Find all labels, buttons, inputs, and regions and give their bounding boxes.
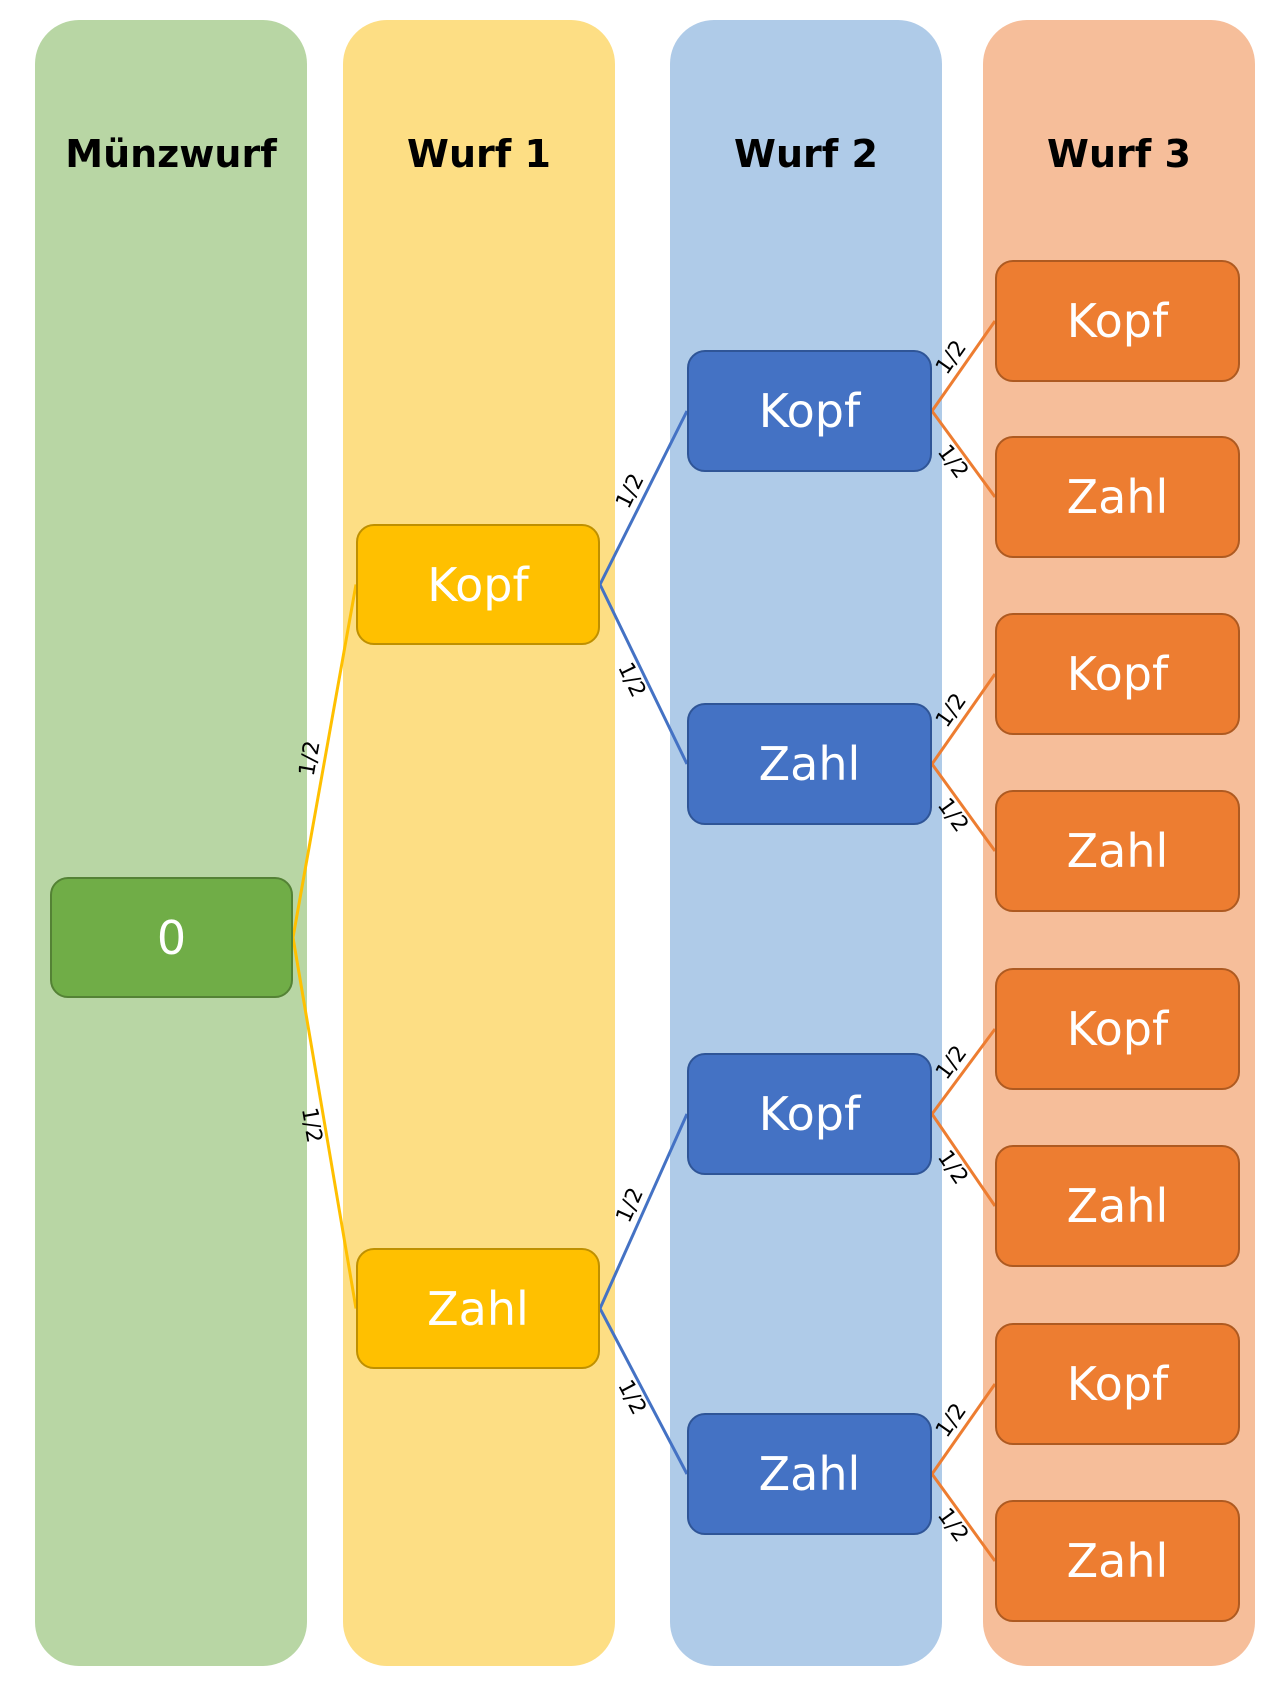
node-w3-kopf-2: Kopf [995,613,1240,735]
edge-line [930,763,997,852]
edge-line [930,1383,997,1475]
edge-probability-label: 1/2 [295,739,326,778]
node-w2-kopf-1: Kopf [687,350,932,472]
edge-line [598,1307,689,1475]
edge-probability-label: 1/2 [612,1376,651,1419]
edge-probability-label: 1/2 [612,659,650,702]
edge-line [930,410,997,498]
node-w1-zahl: Zahl [356,1248,600,1369]
edge-probability-label: 1/2 [612,1184,649,1227]
column-title: Wurf 3 [1047,132,1191,176]
edge-line [930,320,997,412]
node-w3-zahl-3: Zahl [995,1145,1240,1267]
node-w3-kopf-3: Kopf [995,968,1240,1090]
edge-probability-label: 1/2 [932,794,973,837]
edge-line [598,1113,689,1310]
edge-probability-label: 1/2 [931,336,972,379]
node-w3-zahl-4: Zahl [995,1500,1240,1622]
node-w1-kopf: Kopf [356,524,600,645]
edge-probability-label: 1/2 [932,1504,973,1547]
node-w3-zahl-2: Zahl [995,790,1240,912]
node-root: 0 [50,877,293,998]
edge-probability-label: 1/2 [931,1041,972,1084]
node-w3-zahl-1: Zahl [995,436,1240,558]
edge-line [598,583,689,765]
edge-line [598,410,689,586]
edge-line [930,1028,997,1115]
edge-probability-label: 1/2 [932,1146,973,1189]
column-title: Wurf 1 [407,132,551,176]
edge-line [930,673,997,765]
column-muenzwurf: Münzwurf [35,20,307,1666]
column-wurf-2: Wurf 2 [670,20,942,1666]
edge-line [291,584,358,938]
column-wurf-1: Wurf 1 [343,20,615,1666]
edge-probability-label: 1/2 [932,440,973,483]
edge-line [291,937,358,1309]
edge-probability-label: 1/2 [611,470,649,513]
node-w2-zahl-2: Zahl [687,1413,932,1535]
node-w3-kopf-4: Kopf [995,1323,1240,1445]
edge-line [930,1473,997,1562]
node-w2-kopf-2: Kopf [687,1053,932,1175]
column-title: Münzwurf [65,132,277,176]
edge-probability-label: 1/2 [931,1399,972,1442]
column-title: Wurf 2 [734,132,878,176]
edge-line [930,1113,997,1207]
node-w2-zahl-1: Zahl [687,703,932,825]
edge-probability-label: 1/2 [296,1106,327,1145]
edge-probability-label: 1/2 [931,689,972,732]
node-w3-kopf-1: Kopf [995,260,1240,382]
